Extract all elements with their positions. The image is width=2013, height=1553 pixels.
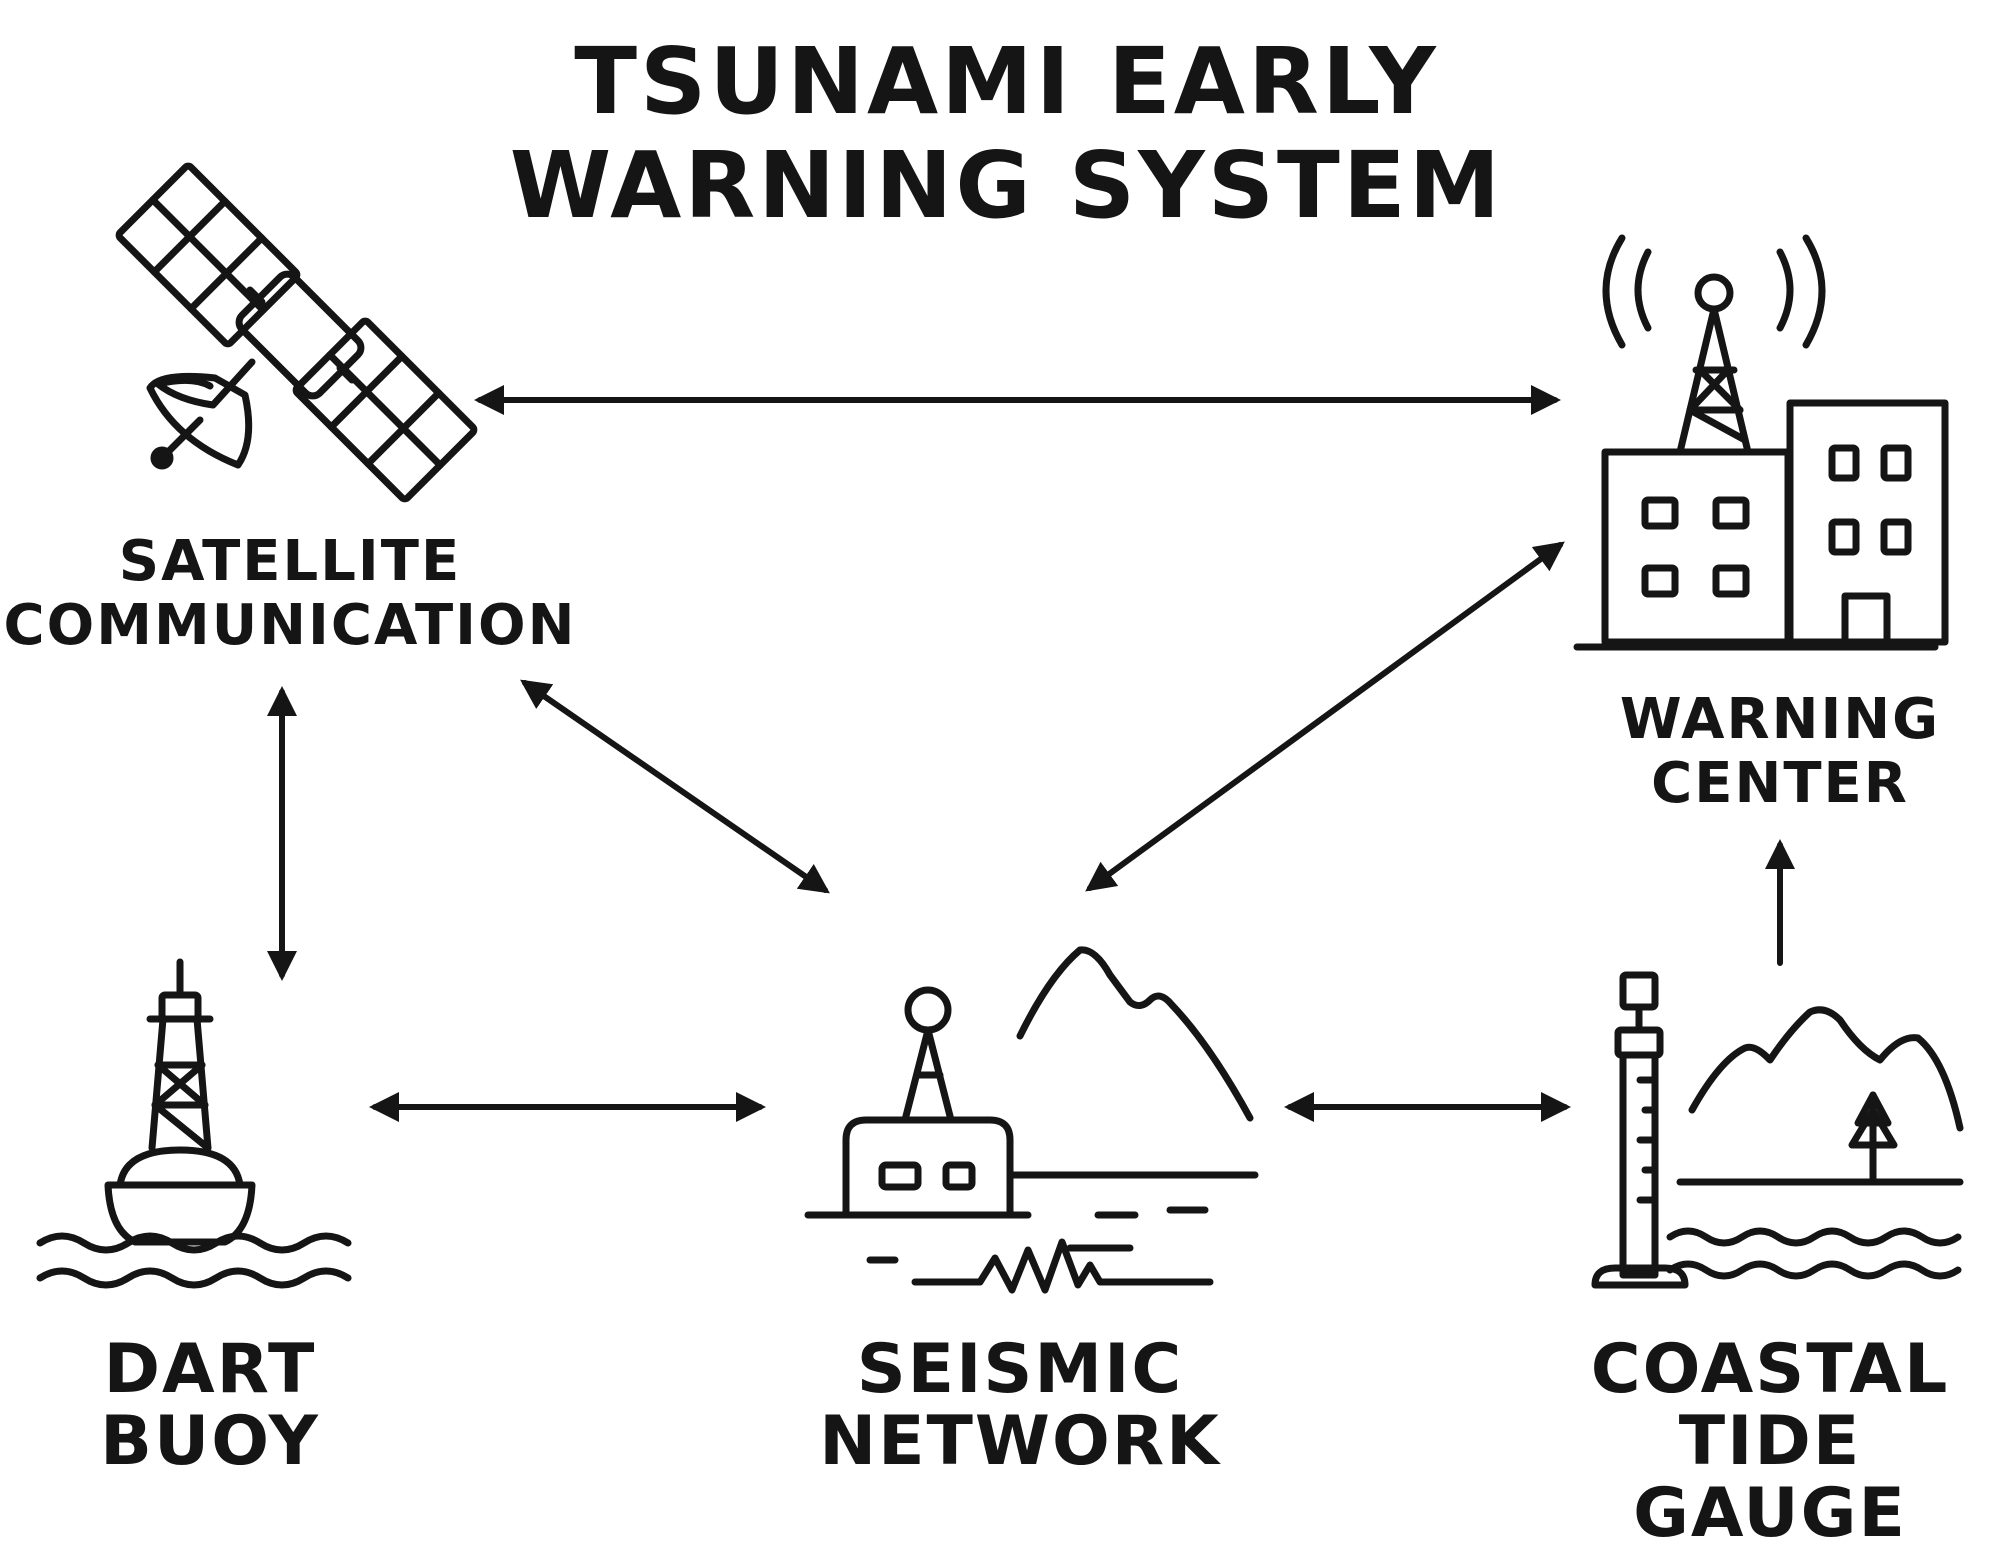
arrow-satellite-seismic	[520, 679, 830, 894]
connection-arrows	[267, 385, 1795, 1122]
seismic-network-label-line-1: SEISMIC	[856, 1330, 1184, 1409]
diagram-graphics	[36, 162, 1964, 1294]
buoy-icon	[36, 958, 352, 1289]
warning-center-label: WARNING CENTER	[1560, 688, 2000, 816]
seismic-network-label: SEISMIC NETWORK	[780, 1334, 1260, 1478]
coastal-tide-gauge-label: COASTAL TIDE GAUGE	[1535, 1334, 2005, 1550]
arrow-warning-seismic	[1085, 541, 1565, 892]
seismic-network-label-line-2: NETWORK	[819, 1402, 1221, 1481]
tide-gauge-icon	[1591, 971, 1964, 1289]
warning-center-label-line-1: WARNING	[1619, 687, 1941, 752]
coastal-tide-gauge-label-line-2: TIDE GAUGE	[1633, 1402, 1907, 1553]
tsunami-warning-diagram: TSUNAMI EARLY WARNING SYSTEM	[0, 28, 2000, 1550]
satellite-label-line-2: COMMUNICATION	[3, 593, 577, 658]
satellite-label: SATELLITE COMMUNICATION	[0, 530, 580, 658]
warning-center-building-icon	[1573, 234, 1949, 651]
coastal-tide-gauge-label-line-1: COASTAL	[1590, 1330, 1950, 1409]
dart-buoy-label-line-2: BUOY	[100, 1402, 320, 1481]
satellite-icon	[115, 162, 478, 503]
satellite-label-line-1: SATELLITE	[118, 529, 462, 594]
dart-buoy-label: DART BUOY	[60, 1334, 360, 1478]
title-line-1: TSUNAMI EARLY	[574, 28, 1439, 135]
dart-buoy-label-line-1: DART	[103, 1330, 317, 1409]
seismic-station-icon	[804, 946, 1259, 1294]
warning-center-label-line-2: CENTER	[1651, 751, 1909, 816]
title-line-2: WARNING SYSTEM	[509, 132, 1504, 239]
